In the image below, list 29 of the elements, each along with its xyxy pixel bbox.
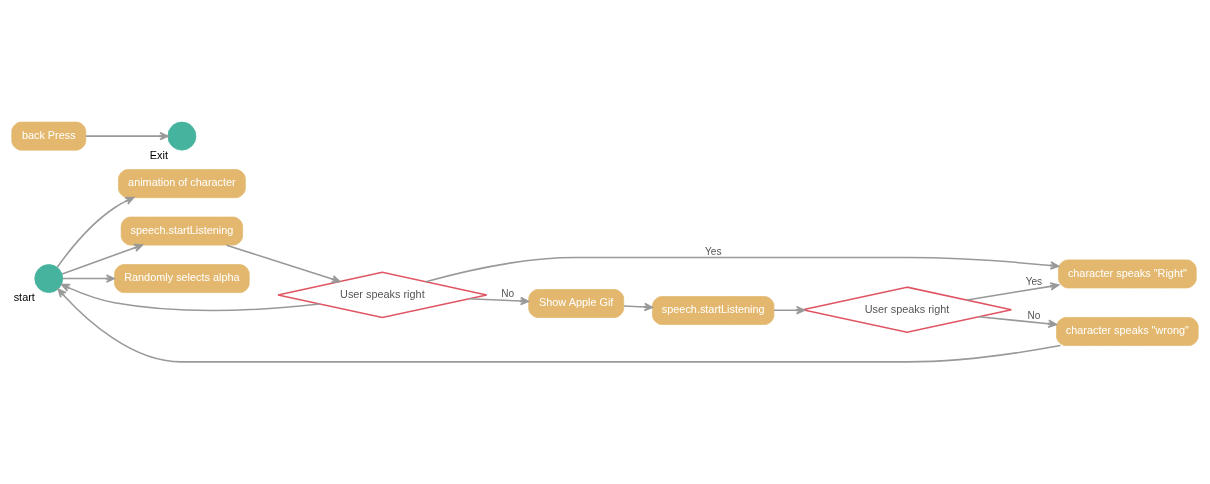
edge-label: Yes — [1025, 276, 1043, 288]
arrow — [773, 305, 806, 315]
node-diamond: User speaks right — [277, 271, 488, 319]
node-circle — [34, 264, 64, 293]
edge-label: Yes — [704, 245, 722, 257]
arrow — [56, 196, 135, 268]
node-label: Exit — [149, 148, 168, 161]
arrow — [468, 296, 530, 306]
node-circle — [167, 121, 197, 151]
node-box: Randomly selects alpha — [114, 264, 250, 293]
arrow — [966, 282, 1060, 301]
edge-label: No — [501, 287, 515, 299]
arrow — [85, 131, 169, 141]
node-box: speech.startListening — [652, 296, 775, 325]
node-box: Show Apple Gif — [528, 289, 625, 318]
node-label: start — [13, 291, 35, 304]
arrow — [62, 274, 116, 283]
node-box: speech.startListening — [120, 216, 243, 246]
node-box: animation of character — [118, 169, 246, 198]
node-box: back Press — [11, 121, 87, 151]
arrow — [425, 256, 1060, 283]
arrow — [978, 316, 1058, 328]
arrow — [60, 283, 321, 312]
node-box: character speaks "Right" — [1058, 259, 1197, 289]
arrow — [61, 243, 143, 275]
node-box: character speaks "wrong" — [1056, 317, 1199, 346]
arrow — [623, 302, 654, 312]
edge-label: No — [1027, 309, 1041, 321]
arrow — [225, 244, 341, 284]
